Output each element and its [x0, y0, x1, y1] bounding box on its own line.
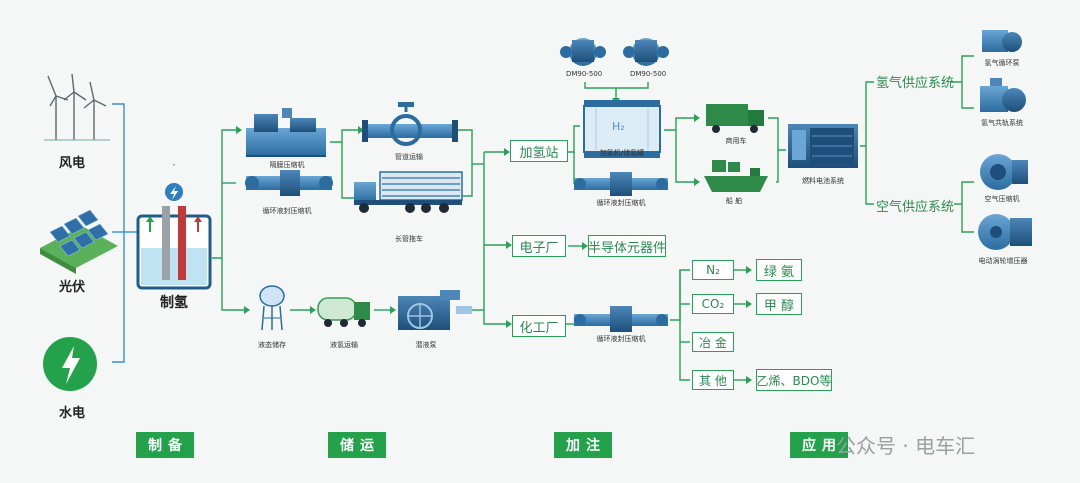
pipeline-icon: [362, 102, 458, 146]
chem-compressor-label: 循环液封压缩机: [596, 335, 646, 343]
hydro-power-icon: [43, 337, 97, 391]
stage-apply-tag: 应用: [790, 432, 848, 458]
h2-tag: H₂: [612, 120, 625, 133]
truck-label: 商用车: [725, 137, 747, 145]
electronics-arrow: [568, 242, 588, 250]
green-ammonia-box: 绿 氨: [756, 259, 802, 281]
source-hydro-label: 水电: [58, 406, 85, 421]
recip-compressor-label: 循环液封压缩机: [262, 207, 312, 215]
refuel-recip-compressor-icon: [574, 172, 668, 196]
ship-label: 船 舶: [725, 197, 743, 205]
dispenser-compressor-label: 循环液封压缩机: [596, 199, 646, 207]
tube-trailer-label: 长管拖车: [395, 235, 423, 243]
methanol-box: 甲 醇: [756, 293, 802, 315]
liquid-tanker-icon: [317, 297, 370, 327]
diaphragm-compressor-icon: [246, 108, 326, 157]
dispenser-label: 加氢机/储氢罐: [599, 149, 645, 157]
chemical-factory-box: 化工厂: [512, 315, 566, 337]
storage-tank-icon: [583, 100, 661, 158]
h2-pump-icon: [982, 30, 1022, 52]
watermark-text: 公众号 · 电车汇: [836, 434, 976, 458]
air-compressor-icon: [980, 154, 1028, 190]
liquid-transport-label: 液氢运输: [330, 341, 358, 349]
source-solar-label: 光伏: [58, 280, 85, 295]
diaphragm-compressor-label: 隔膜压缩机: [269, 161, 305, 169]
hydrogen-station-box: 加氢站: [510, 140, 568, 162]
co2-box: CO₂: [692, 294, 734, 314]
h2-pump-label: 氢气循环泵: [984, 59, 1020, 67]
wind-turbine-icon: [44, 73, 110, 141]
production-label: 制氢: [160, 295, 188, 311]
liquid-pump-label: 潜液泵: [415, 341, 437, 349]
solar-panel-icon: [40, 209, 118, 274]
pipeline-label: 管道运输: [395, 153, 423, 161]
n2-box: N₂: [692, 260, 734, 280]
h2-ejector-icon: [980, 78, 1026, 112]
liquid-pump-icon: [398, 290, 472, 330]
stage-prep-tag: 制备: [136, 432, 194, 458]
refuel-model-b-label: DM90-500: [630, 70, 667, 78]
stage-transport-tag: 储运: [328, 432, 386, 458]
hydrogen-supply-label: 氢气供应系统: [876, 76, 955, 91]
liquid-storage-tower-icon: [259, 285, 285, 331]
metallurgy-box: 冶 金: [692, 332, 734, 352]
refuel-model-a-label: DM90-500: [566, 70, 603, 78]
other-box: 其 他: [692, 370, 734, 390]
refuel-compressor-icon: [560, 38, 669, 66]
chem-compressor-icon: [574, 306, 668, 332]
liquid-storage-label: 液态储存: [258, 341, 286, 349]
air-compressor-label: 空气压缩机: [984, 195, 1020, 203]
recip-compressor-icon: [245, 170, 333, 196]
tube-trailer-icon: [354, 171, 463, 213]
commercial-truck-icon: [706, 104, 764, 133]
electrolyzer-icon: [136, 183, 212, 290]
source-wind-label: 风电: [58, 156, 85, 171]
electronics-factory-box: 电子厂: [512, 235, 566, 257]
ship-icon: [704, 160, 768, 192]
semiconductor-box: 半导体元器件: [588, 235, 666, 257]
production-dot: ·: [172, 158, 176, 172]
fuel-cell-label: 燃料电池系统: [802, 177, 844, 185]
olefin-box: 乙烯、BDO等: [756, 369, 832, 391]
fuel-cell-icon: [788, 124, 858, 168]
turbo-label: 电动涡轮增压器: [978, 257, 1028, 265]
turbo-compressor-icon: [978, 214, 1032, 250]
h2-ejector-label: 氢气共轨系统: [981, 119, 1023, 127]
air-supply-label: 空气供应系统: [876, 200, 955, 215]
stage-fill-tag: 加注: [554, 432, 612, 458]
